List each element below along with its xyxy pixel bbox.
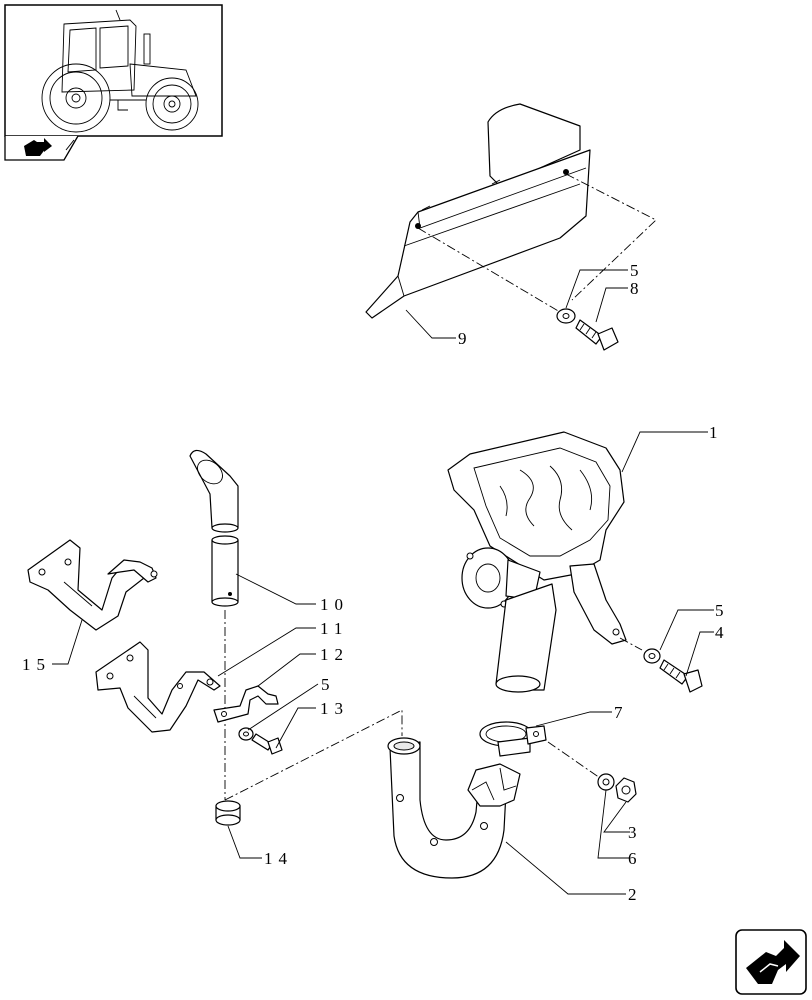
callout-12: 12 [320, 645, 349, 664]
clamp-part-7 [479, 721, 547, 757]
bracket-part-15 [27, 539, 158, 631]
callout-7: 7 [614, 703, 629, 722]
muffler-part-1 [447, 431, 627, 693]
leader-lines [52, 269, 714, 895]
assembly-line-10 [224, 610, 403, 801]
washer-part-5-top [556, 308, 576, 324]
bolt-part-13 [251, 733, 283, 755]
nut-part-3 [615, 777, 637, 803]
spacer-part-14 [215, 800, 241, 826]
callout-13: 13 [320, 699, 349, 718]
callout-5-lower: 5 [321, 675, 336, 694]
callout-11: 11 [320, 619, 348, 638]
callout-3: 3 [628, 823, 643, 842]
callout-8: 8 [630, 279, 645, 298]
clamp-half-part-12 [213, 685, 279, 723]
callout-5-top: 5 [630, 261, 645, 280]
exhaust-stack-part-10 [189, 449, 239, 607]
tractor-thumbnail-icon[interactable] [4, 4, 223, 137]
assembly-line-4 [619, 637, 643, 651]
callout-5-right: 5 [715, 601, 730, 620]
assembly-line-7 [547, 741, 601, 779]
callout-labels: 1 2 3 4 5 5 5 6 7 8 9 10 11 12 13 14 15 [22, 261, 730, 904]
pipe-part-2 [387, 737, 521, 879]
callout-15: 15 [22, 655, 51, 674]
bolt-part-4 [659, 659, 703, 693]
callout-4: 4 [715, 623, 730, 642]
callout-2: 2 [628, 885, 643, 904]
washer-part-5-right [643, 648, 661, 664]
assembly-line-9 [417, 173, 657, 313]
bracket-part-11 [95, 641, 221, 733]
bolt-part-8 [575, 319, 619, 351]
next-page-arrow-icon[interactable] [735, 929, 807, 995]
callout-1: 1 [709, 423, 724, 442]
prev-page-arrow-icon[interactable] [4, 135, 79, 161]
callout-14: 14 [264, 849, 293, 868]
washer-part-5-lower [238, 727, 254, 741]
callout-10: 10 [320, 595, 349, 614]
washer-part-6 [597, 773, 615, 791]
callout-6: 6 [628, 849, 643, 868]
heat-shield-part-9 [365, 103, 591, 319]
callout-9: 9 [458, 329, 473, 348]
